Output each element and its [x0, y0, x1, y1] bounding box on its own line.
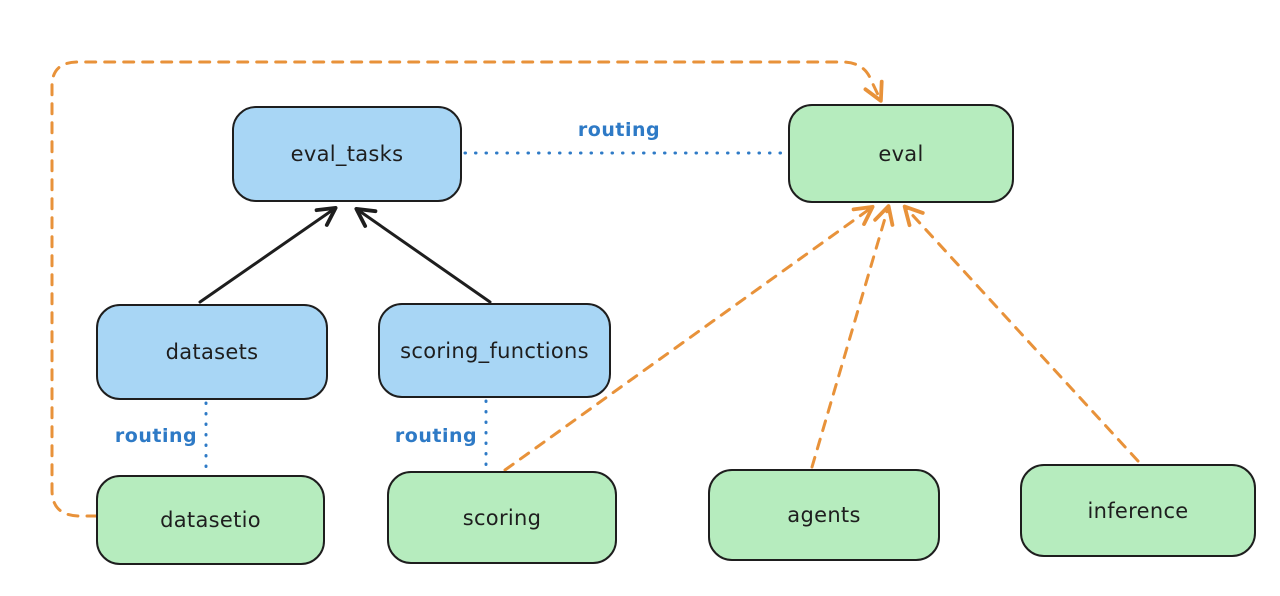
node-datasets-label: datasets	[165, 340, 259, 364]
node-agents-label: agents	[787, 503, 861, 527]
node-datasetio: datasetio	[96, 475, 325, 565]
node-eval-tasks-label: eval_tasks	[290, 142, 404, 166]
edge-datasetio-to-eval-arrow	[50, 60, 884, 518]
node-eval-label: eval	[878, 141, 924, 166]
edge-inference-to-eval-arrow	[902, 204, 1140, 463]
routing-label-evaltasks-eval: routing	[577, 119, 661, 141]
edge-scoringfunctions-to-evaltasks-arrow	[354, 206, 492, 304]
edge-scoring-to-eval-arrow	[503, 204, 875, 472]
node-scoring-functions-label: scoring_functions	[400, 338, 589, 363]
node-agents: agents	[708, 469, 940, 561]
node-eval-tasks: eval_tasks	[232, 106, 462, 202]
edge-datasets-to-evaltasks-arrow	[198, 205, 338, 304]
node-scoring: scoring	[387, 471, 617, 564]
node-inference-label: inference	[1087, 498, 1189, 523]
edge-agents-to-eval-arrow	[810, 204, 895, 469]
routing-label-scoringfunctions-scoring: routing	[394, 425, 478, 447]
routing-label-datasets-datasetio: routing	[114, 425, 198, 447]
node-datasetio-label: datasetio	[160, 508, 261, 532]
node-scoring-label: scoring	[462, 505, 542, 530]
node-scoring-functions: scoring_functions	[378, 303, 611, 398]
node-inference: inference	[1020, 464, 1256, 557]
node-datasets: datasets	[96, 304, 328, 400]
node-eval: eval	[788, 104, 1014, 203]
